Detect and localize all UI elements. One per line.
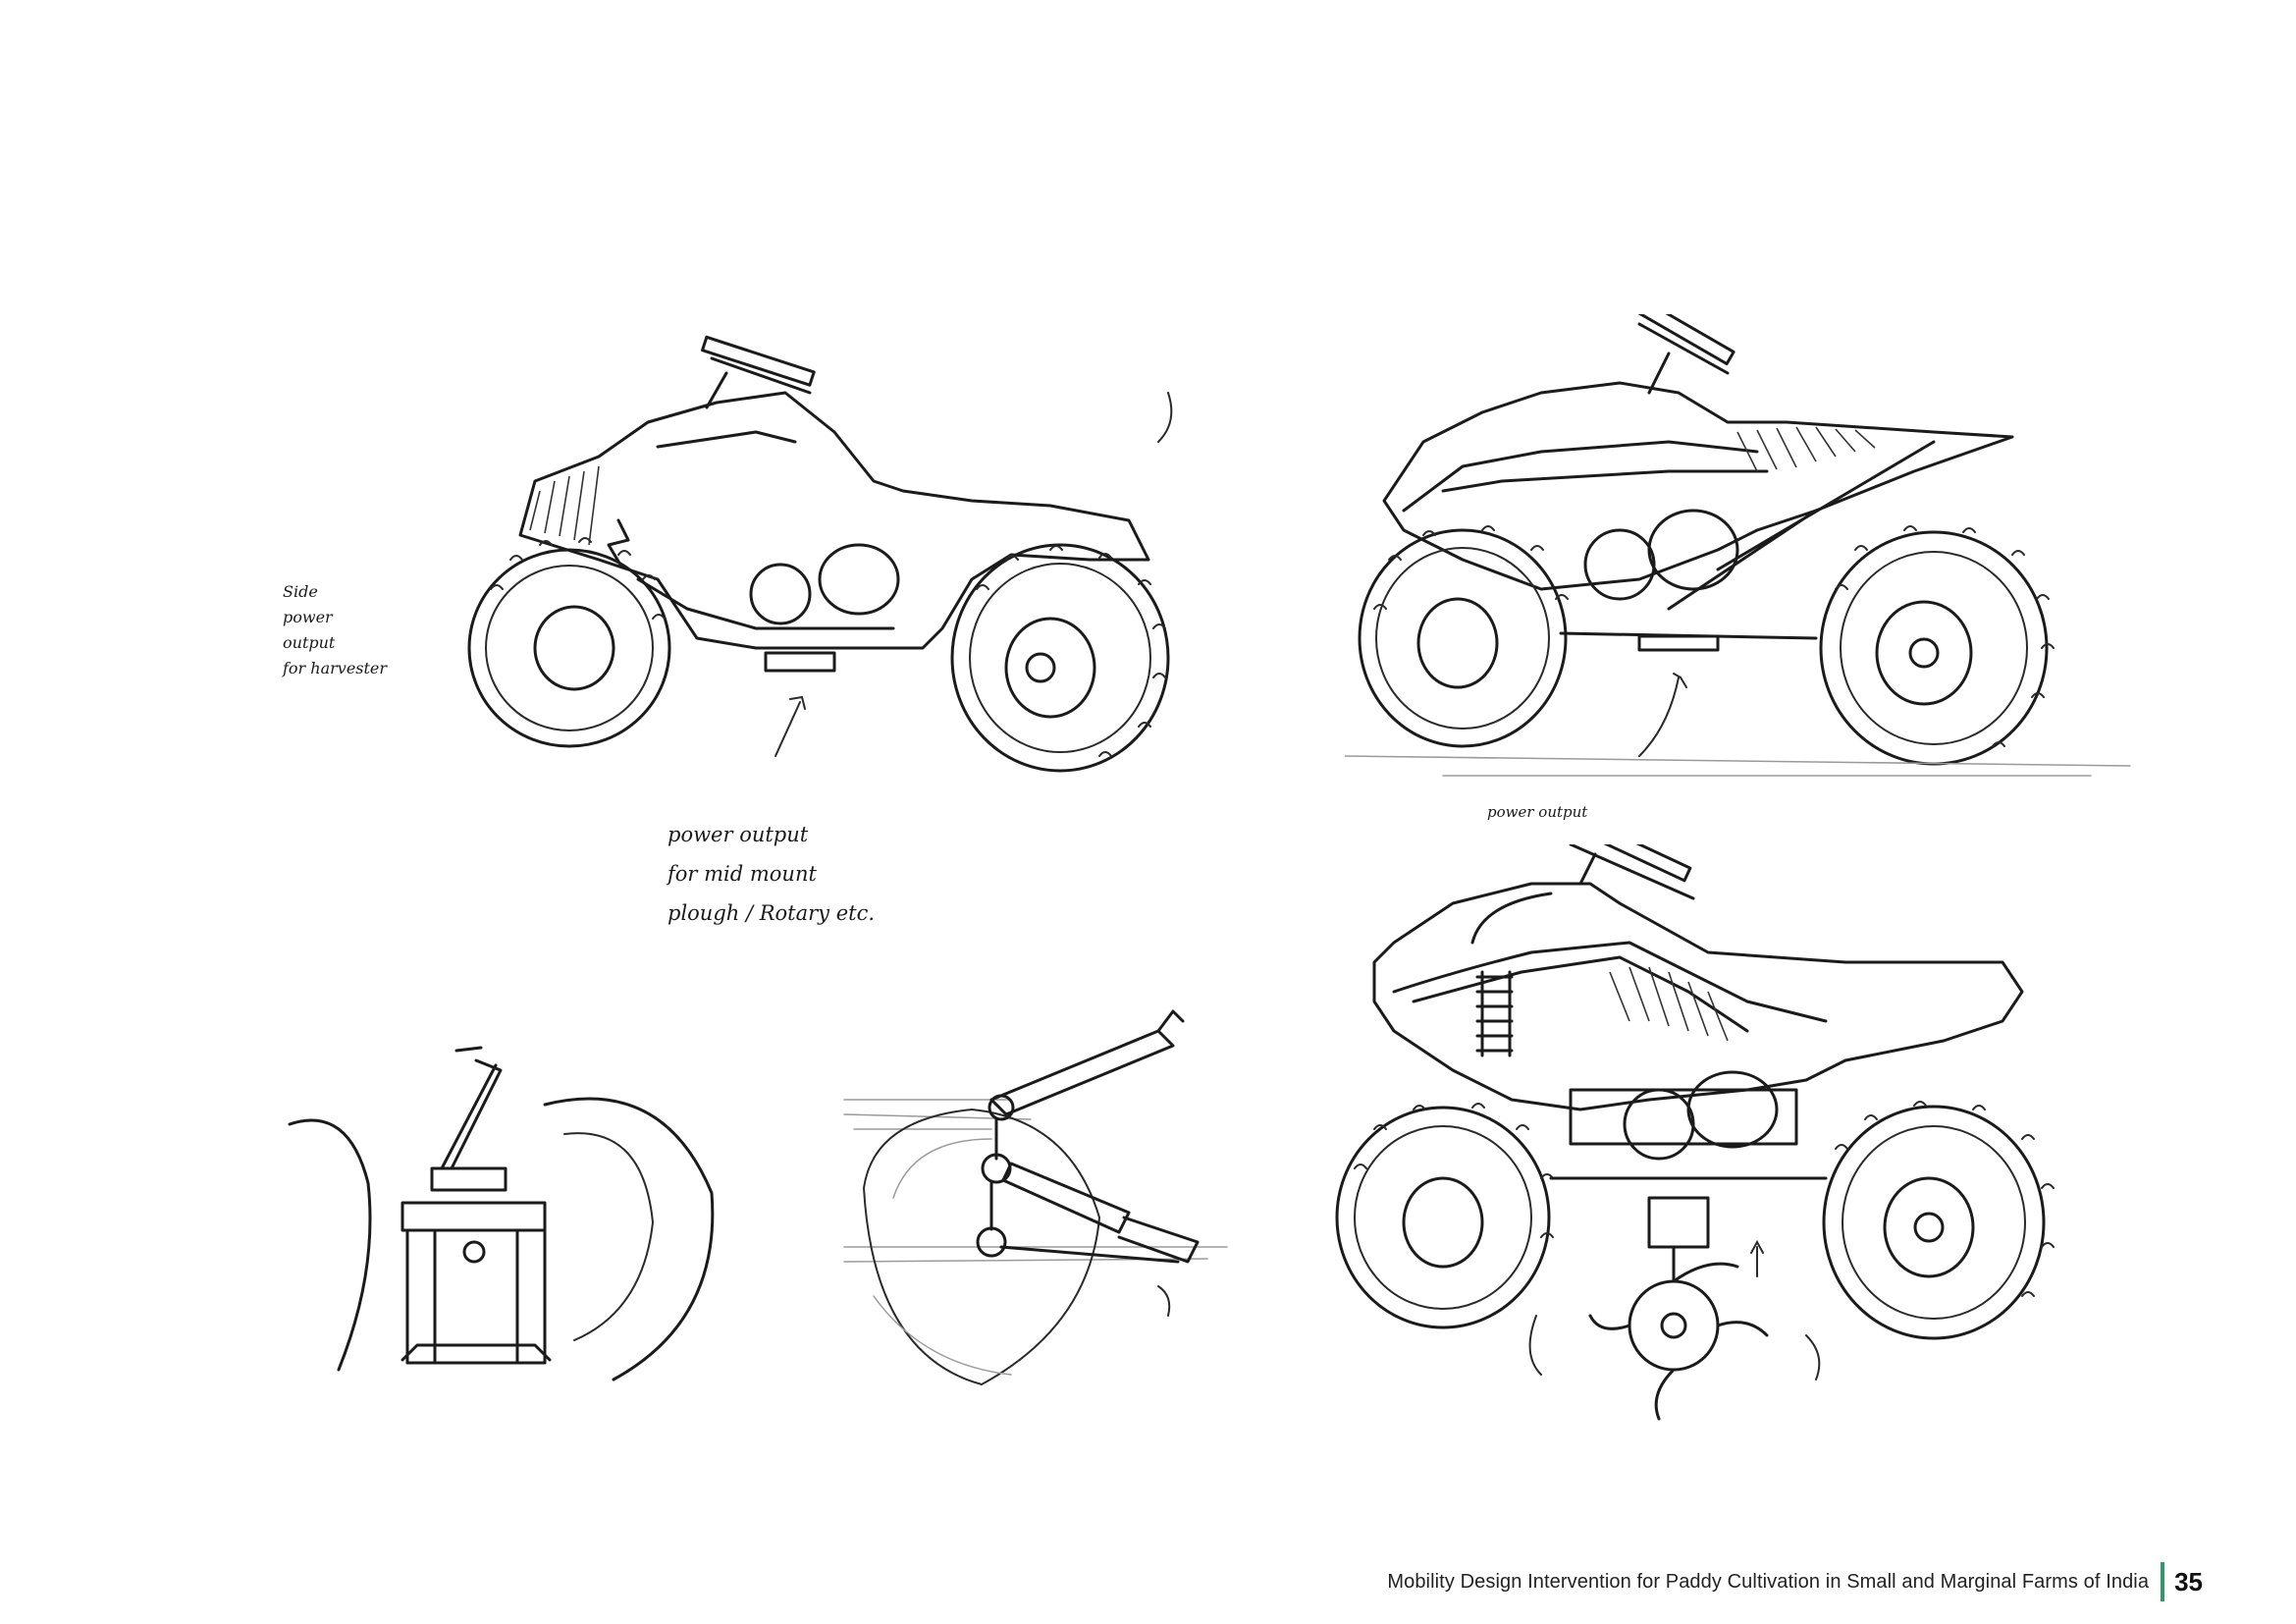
atv-sketch-rotary-tiller	[1335, 844, 2101, 1424]
linkage-side-view-sketch	[834, 1001, 1247, 1394]
power-output-note: power output	[1487, 803, 1588, 821]
hitch-rear-view-sketch	[280, 1046, 726, 1389]
atv-sketch-side-pto	[461, 334, 1178, 785]
page-number: 35	[2174, 1566, 2203, 1597]
footer-accent-bar	[2161, 1562, 2165, 1601]
page-footer: Mobility Design Intervention for Paddy C…	[1387, 1561, 2203, 1602]
atv-sketch-sport-body	[1345, 314, 2140, 785]
side-pto-note: Side power output for harvester	[283, 582, 388, 677]
document-title: Mobility Design Intervention for Paddy C…	[1387, 1570, 2150, 1593]
mid-pto-note: power output for mid mount plough / Rota…	[667, 823, 876, 925]
